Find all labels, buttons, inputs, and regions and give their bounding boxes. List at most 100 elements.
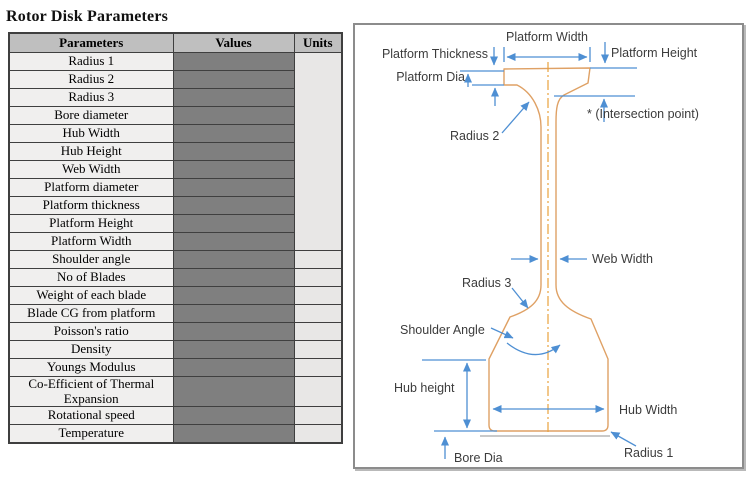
parameter-cell: Youngs Modulus bbox=[8, 358, 174, 377]
unit-cell-merged[interactable] bbox=[293, 52, 343, 251]
parameter-cell: Hub Width bbox=[8, 124, 174, 143]
table-header-row: Parameters Values Units bbox=[8, 32, 343, 53]
value-cell[interactable] bbox=[172, 106, 295, 125]
rotor-disk-diagram-panel: Platform Width Platform Thickness Platfo… bbox=[353, 23, 744, 469]
unit-cell[interactable] bbox=[293, 322, 343, 341]
table-row: Blade CG from platform bbox=[8, 304, 343, 323]
parameter-cell: Bore diameter bbox=[8, 106, 174, 125]
table-row: Radius 1 bbox=[8, 52, 343, 251]
value-cell[interactable] bbox=[172, 52, 295, 71]
parameter-cell: Shoulder angle bbox=[8, 250, 174, 269]
table-row: Platform Height bbox=[8, 214, 342, 233]
table-row: Rotational speed bbox=[8, 406, 343, 426]
platform-width-label: Platform Width bbox=[506, 30, 588, 44]
header-units: Units bbox=[293, 32, 343, 53]
value-cell[interactable] bbox=[172, 250, 295, 269]
hub-width-label: Hub Width bbox=[619, 403, 677, 417]
shoulder-angle-label: Shoulder Angle bbox=[400, 323, 485, 337]
parameter-cell: Platform Width bbox=[8, 232, 174, 251]
parameter-cell: Poisson's ratio bbox=[8, 322, 174, 341]
platform-height-label: Platform Height bbox=[611, 46, 698, 60]
table-row: Platform Width bbox=[8, 232, 342, 251]
table-row: Hub Height bbox=[8, 142, 342, 161]
value-cell[interactable] bbox=[172, 160, 295, 179]
shoulder-angle-arc bbox=[506, 342, 561, 356]
disk-cross-section-outline bbox=[488, 67, 609, 432]
parameter-cell: Radius 1 bbox=[8, 52, 174, 71]
radius3-leader-arrow bbox=[511, 287, 529, 309]
value-cell[interactable] bbox=[172, 375, 295, 408]
web-width-label: Web Width bbox=[592, 252, 653, 266]
parameter-cell: Rotational speed bbox=[8, 406, 174, 426]
table-row: Temperature bbox=[8, 424, 343, 444]
dimension-annotations bbox=[422, 42, 637, 459]
value-cell[interactable] bbox=[172, 88, 295, 107]
value-cell[interactable] bbox=[172, 322, 295, 341]
radius2-label: Radius 2 bbox=[450, 129, 499, 143]
table-row: Co-Efficient of Thermal Expansion bbox=[8, 375, 343, 408]
parameter-cell: Density bbox=[8, 340, 174, 359]
parameter-cell: Platform thickness bbox=[8, 196, 174, 215]
parameter-cell: Temperature bbox=[8, 424, 174, 444]
unit-cell[interactable] bbox=[293, 406, 343, 426]
parameter-cell: Platform diameter bbox=[8, 178, 174, 197]
table-row: Platform diameter bbox=[8, 178, 342, 197]
page-title: Rotor Disk Parameters bbox=[6, 8, 169, 25]
unit-cell[interactable] bbox=[293, 375, 343, 408]
parameter-cell: Radius 2 bbox=[8, 70, 174, 89]
radius1-leader-arrow bbox=[610, 431, 637, 447]
intersection-point-label: * (Intersection point) bbox=[587, 107, 699, 121]
radius2-leader-arrow bbox=[501, 101, 530, 134]
unit-cell[interactable] bbox=[293, 358, 343, 377]
value-cell[interactable] bbox=[172, 286, 295, 305]
unit-cell[interactable] bbox=[293, 340, 343, 359]
table-row: Hub Width bbox=[8, 124, 342, 143]
value-cell[interactable] bbox=[172, 304, 295, 323]
platform-thickness-label: Platform Thickness bbox=[382, 47, 488, 61]
parameter-cell: No of Blades bbox=[8, 268, 174, 287]
radius3-label: Radius 3 bbox=[462, 276, 511, 290]
parameter-cell: Blade CG from platform bbox=[8, 304, 174, 323]
unit-cell[interactable] bbox=[293, 250, 343, 269]
value-cell[interactable] bbox=[172, 340, 295, 359]
header-parameters: Parameters bbox=[8, 32, 174, 53]
value-cell[interactable] bbox=[172, 232, 295, 251]
parameter-cell: Co-Efficient of Thermal Expansion bbox=[8, 375, 174, 408]
value-cell[interactable] bbox=[172, 124, 295, 143]
unit-cell[interactable] bbox=[293, 268, 343, 287]
value-cell[interactable] bbox=[172, 196, 295, 215]
parameter-cell: Platform Height bbox=[8, 214, 174, 233]
value-cell[interactable] bbox=[172, 358, 295, 377]
hub-height-label: Hub height bbox=[394, 381, 455, 395]
radius1-label: Radius 1 bbox=[624, 446, 673, 460]
table-row: Weight of each blade bbox=[8, 286, 343, 305]
table-row: Shoulder angle bbox=[8, 250, 343, 269]
platform-dia-label: Platform Dia bbox=[396, 70, 465, 84]
value-cell[interactable] bbox=[172, 70, 295, 89]
value-cell[interactable] bbox=[172, 178, 295, 197]
bore-dia-label: Bore Dia bbox=[454, 451, 503, 465]
value-cell[interactable] bbox=[172, 268, 295, 287]
table-row: Bore diameter bbox=[8, 106, 342, 125]
parameter-cell: Radius 3 bbox=[8, 88, 174, 107]
value-cell[interactable] bbox=[172, 142, 295, 161]
unit-cell[interactable] bbox=[293, 286, 343, 305]
table-row: Density bbox=[8, 340, 343, 359]
table-row: No of Blades bbox=[8, 268, 343, 287]
table-row: Youngs Modulus bbox=[8, 358, 343, 377]
unit-cell[interactable] bbox=[293, 424, 343, 444]
header-values: Values bbox=[172, 32, 295, 53]
table-row: Web Width bbox=[8, 160, 342, 179]
parameter-cell: Hub Height bbox=[8, 142, 174, 161]
table-row: Radius 2 bbox=[8, 70, 342, 89]
value-cell[interactable] bbox=[172, 214, 295, 233]
value-cell[interactable] bbox=[172, 406, 295, 426]
table-row: Radius 3 bbox=[8, 88, 342, 107]
shoulder-angle-leader bbox=[490, 327, 514, 339]
parameter-cell: Web Width bbox=[8, 160, 174, 179]
table-row: Poisson's ratio bbox=[8, 322, 343, 341]
value-cell[interactable] bbox=[172, 424, 295, 444]
unit-cell[interactable] bbox=[293, 304, 343, 323]
